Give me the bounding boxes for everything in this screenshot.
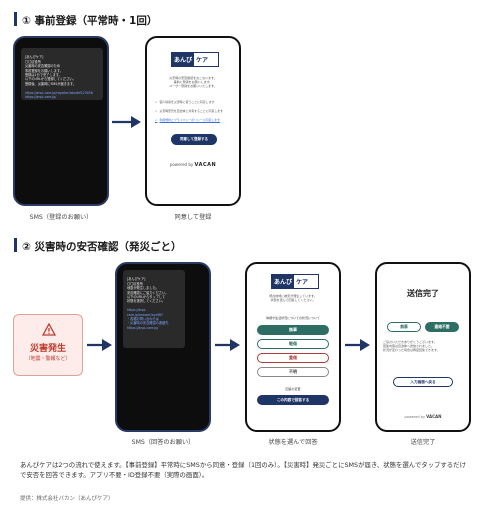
sms-link[interactable]: https://anpi-care.jp/register/abcdef1234… xyxy=(25,90,93,100)
powered-by-label: powered by xyxy=(404,415,426,419)
powered-by-vacan: powered by VACAN xyxy=(377,414,469,419)
section1-heading: 事前登録（平常時・1回） xyxy=(34,15,158,27)
caption-complete: 送信完了 xyxy=(410,439,436,446)
caption-answer: 状態を選んで回答 xyxy=(268,439,318,446)
check-icon: ✓ xyxy=(155,100,158,104)
answer-screen-phone: あんぴ ケア 現在地域に被害が発生しています。 状態を選んで回答してください。 … xyxy=(245,262,341,432)
back-to-input-button[interactable]: 入力画面へ戻る xyxy=(393,377,453,387)
agree-register-button[interactable]: 同意して登録する xyxy=(171,134,217,145)
caption-sms-register: SMS（登録のお願い） xyxy=(29,214,93,221)
check-icon: ✓ xyxy=(155,118,158,122)
consent-label: 災害時安否を自治体と共有することに同意します xyxy=(159,109,224,113)
answer-question: 体調や生活状況についての状況について xyxy=(266,316,320,320)
sms-header: [あんぴケア] xyxy=(127,277,146,282)
powered-by-vacan: powered by VACAN xyxy=(147,162,239,168)
logo-text-left: あんぴ xyxy=(172,53,195,66)
register-screen-phone: あんぴ ケア 災害時の安否確認をおこないます。 事前に登録をお願いします。 ユー… xyxy=(145,36,241,206)
consent-item[interactable]: ✓ 個人情報を災害時に使うことに同意します xyxy=(155,100,235,104)
complete-title: 送信完了 xyxy=(407,288,439,298)
warning-icon xyxy=(42,323,56,336)
sms-message-register: [あんぴケア] 〇〇区役所 災害時の安否確認のため 事前登録をお願いします。 登… xyxy=(21,48,103,100)
sms-link[interactable]: https://anpi-care.jp/answer/xyz987 ・各種お問… xyxy=(127,308,169,330)
sms-body: 〇〇区役所 災害時の安否確認のため 事前登録をお願いします。 登録は1分で完了し… xyxy=(25,59,77,86)
section2-number: ② xyxy=(22,241,31,253)
option-unknown-button[interactable]: 不明 xyxy=(257,367,329,377)
arrow-right-icon xyxy=(345,339,370,351)
disaster-label: 災害発生 xyxy=(29,344,66,354)
register-description: 災害時の安否確認をおこないます。 事前に登録をお願いします。 ユーザー登録をお願… xyxy=(169,76,217,88)
tab-safe[interactable]: 無事 xyxy=(387,322,421,332)
complete-screen-phone: 送信完了 無事 連絡不要 ご協力いただきありがとうございます。 回答内容は自治体… xyxy=(375,262,471,432)
consent-label: 利用規約とプライバシーポリシーに同意します xyxy=(159,118,221,122)
consent-label: 個人情報を災害時に使うことに同意します xyxy=(159,100,215,104)
anpi-care-logo: あんぴ ケア xyxy=(271,274,319,289)
anpi-care-logo: あんぴ ケア xyxy=(171,52,219,67)
sms-phone-register: [あんぴケア] 〇〇区役所 災害時の安否確認のため 事前登録をお願いします。 登… xyxy=(13,36,109,206)
logo-text-right: ケア xyxy=(194,53,211,66)
logo-text-right: ケア xyxy=(294,275,311,288)
option-serious-injury-button[interactable]: 重傷 xyxy=(257,353,329,363)
answer-change-title: 回答の変更 xyxy=(285,387,301,391)
caption-sms-answer: SMS（回答のお願い） xyxy=(131,439,195,446)
answer-description: 現在地域に被害が発生しています。 状態を選んで回答してください。 xyxy=(269,294,317,302)
footer-credit: 提供：株式会社バカン（あんぴケア） xyxy=(20,496,114,502)
disaster-occurrence-box: 災害発生 （地震・警報など） xyxy=(13,314,83,376)
logo-text-left: あんぴ xyxy=(272,275,295,288)
caption-register: 同意して登録 xyxy=(174,214,212,221)
section1-title: ① 事前登録（平常時・1回） xyxy=(22,13,157,28)
option-safe-button[interactable]: 無事 xyxy=(257,325,329,335)
section1-number: ① xyxy=(22,15,31,27)
powered-by-label: powered by xyxy=(169,162,194,167)
disaster-sublabel: （地震・警報など） xyxy=(25,356,71,362)
arrow-right-icon xyxy=(112,116,141,128)
complete-message: ご協力いただきありがとうございます。 回答内容は自治体へ送信されました。 状況が… xyxy=(383,340,440,352)
option-minor-injury-button[interactable]: 軽傷 xyxy=(257,339,329,349)
sms-body: 〇〇区役所 地震が発生しました。 安否確認にご協力ください。 以下のURLからタ… xyxy=(127,281,169,304)
section2-title: ② 災害時の安否確認（発災ごと） xyxy=(22,239,182,254)
check-icon: ✓ xyxy=(155,109,158,113)
sms-phone-answer: [あんぴケア] 〇〇区役所 地震が発生しました。 安否確認にご協力ください。 以… xyxy=(115,262,211,432)
footer-description: あんぴケアは2つの流れで使えます。【事前登録】平常時にSMSから同意・登録（1回… xyxy=(20,461,466,479)
sms-message-answer: [あんぴケア] 〇〇区役所 地震が発生しました。 安否確認にご協力ください。 以… xyxy=(123,270,185,348)
submit-answer-button[interactable]: この内容で回答する xyxy=(257,395,329,405)
consent-item[interactable]: ✓ 利用規約とプライバシーポリシーに同意します xyxy=(155,118,235,122)
section2-heading: 災害時の安否確認（発災ごと） xyxy=(34,241,182,253)
arrow-right-icon xyxy=(87,339,112,351)
vacan-logo: VACAN xyxy=(194,162,217,168)
vacan-logo: VACAN xyxy=(426,414,442,419)
consent-item[interactable]: ✓ 災害時安否を自治体と共有することに同意します xyxy=(155,109,235,113)
sms-header: [あんぴケア] xyxy=(25,55,44,60)
section1-accent-bar xyxy=(14,12,17,26)
consent-list: ✓ 個人情報を災害時に使うことに同意します ✓ 災害時安否を自治体と共有すること… xyxy=(155,100,235,122)
section2-accent-bar xyxy=(14,238,17,252)
arrow-right-icon xyxy=(215,339,240,351)
tab-no-contact[interactable]: 連絡不要 xyxy=(425,322,459,332)
